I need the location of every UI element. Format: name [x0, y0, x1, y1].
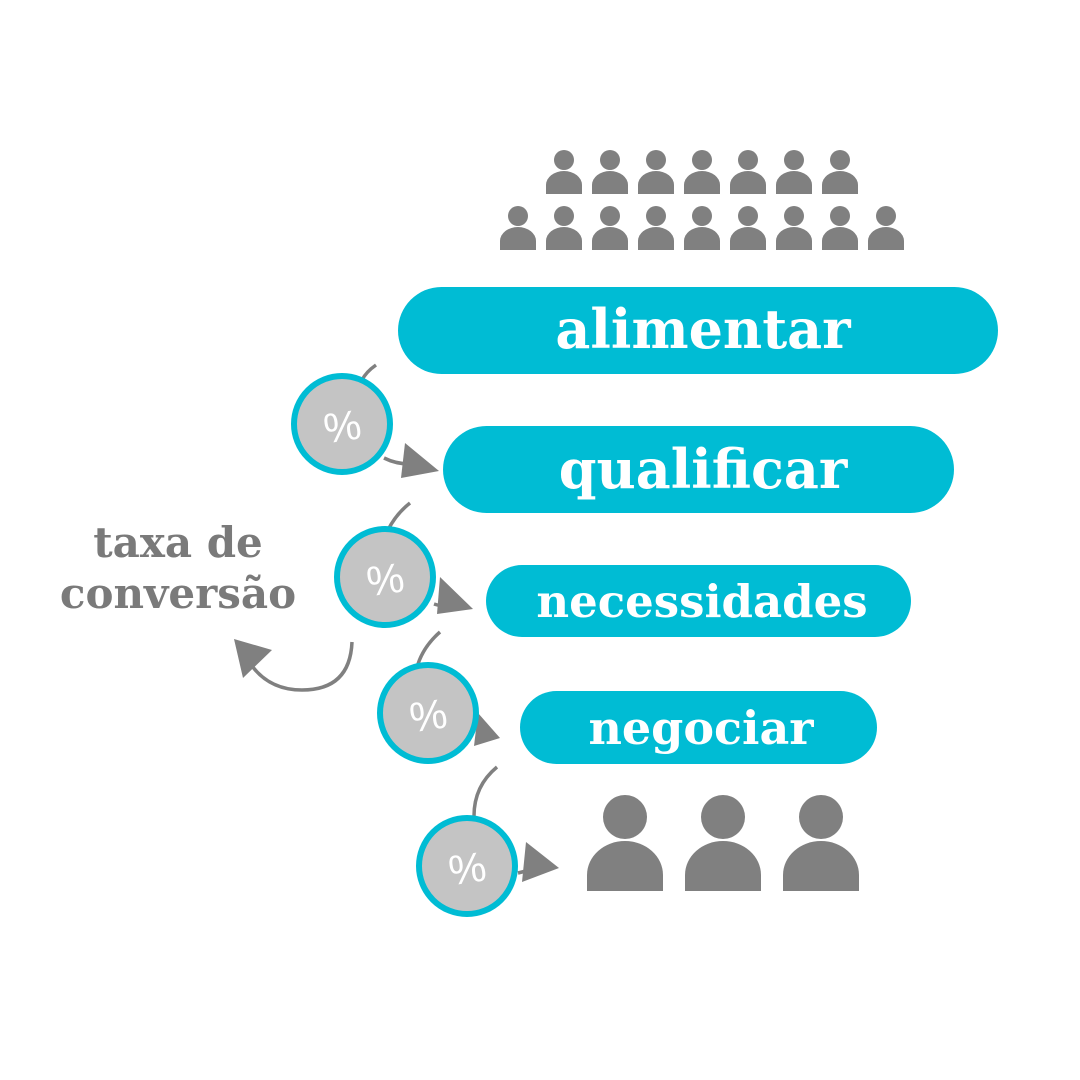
- percent-badge: %: [334, 526, 436, 628]
- conversion-badges: % % % %: [291, 373, 518, 917]
- percent-badge: %: [416, 815, 518, 917]
- person-icon: [587, 795, 663, 891]
- person-icon: [500, 206, 536, 250]
- person-icon: [546, 150, 582, 194]
- caption-line-1: taxa de: [93, 518, 263, 567]
- person-icon: [638, 206, 674, 250]
- stage-bar-qualificar: qualificar: [443, 426, 954, 513]
- percent-badge: %: [291, 373, 393, 475]
- arrow-head-icon: [522, 842, 559, 882]
- stage-bar-negociar: negociar: [520, 691, 877, 764]
- conversion-arrowheads: [234, 443, 559, 882]
- stage-label: qualificar: [559, 437, 848, 501]
- percent-symbol: %: [407, 690, 451, 742]
- person-icon: [783, 795, 859, 891]
- connector-line: [472, 765, 499, 817]
- people-row-top-2: [500, 206, 904, 250]
- person-icon: [592, 206, 628, 250]
- people-row-top-1: [546, 150, 858, 194]
- stage-bar-necessidades: necessidades: [486, 565, 911, 637]
- person-icon: [868, 206, 904, 250]
- funnel-stages: alimentar qualificar necessidades negoci…: [398, 287, 998, 764]
- person-icon: [546, 206, 582, 250]
- person-icon: [638, 150, 674, 194]
- person-icon: [776, 206, 812, 250]
- person-icon: [730, 206, 766, 250]
- conversion-caption: taxa de conversão: [60, 518, 296, 618]
- connector-line: [386, 501, 412, 531]
- stage-label: alimentar: [555, 297, 851, 361]
- percent-badge: %: [377, 662, 479, 764]
- person-icon: [685, 795, 761, 891]
- loop-arrow-line: [250, 641, 354, 692]
- stage-label: negociar: [588, 701, 814, 755]
- person-icon: [822, 150, 858, 194]
- people-converted-bottom: [587, 795, 859, 891]
- connector-line: [416, 630, 442, 665]
- caption-line-2: conversão: [60, 569, 296, 618]
- arrow-head-icon: [437, 577, 473, 614]
- person-icon: [776, 150, 812, 194]
- person-icon: [684, 150, 720, 194]
- percent-symbol: %: [364, 554, 408, 606]
- arrow-head-icon: [474, 713, 500, 746]
- arrow-head-icon: [401, 443, 439, 478]
- connector-line: [360, 363, 378, 381]
- stage-label: necessidades: [536, 575, 867, 628]
- percent-symbol: %: [321, 401, 365, 453]
- person-icon: [592, 150, 628, 194]
- person-icon: [684, 206, 720, 250]
- people-crowd-top: [500, 150, 904, 250]
- person-icon: [822, 206, 858, 250]
- percent-symbol: %: [446, 843, 490, 895]
- loop-arrow-head-icon: [234, 639, 272, 678]
- stage-bar-alimentar: alimentar: [398, 287, 998, 374]
- person-icon: [730, 150, 766, 194]
